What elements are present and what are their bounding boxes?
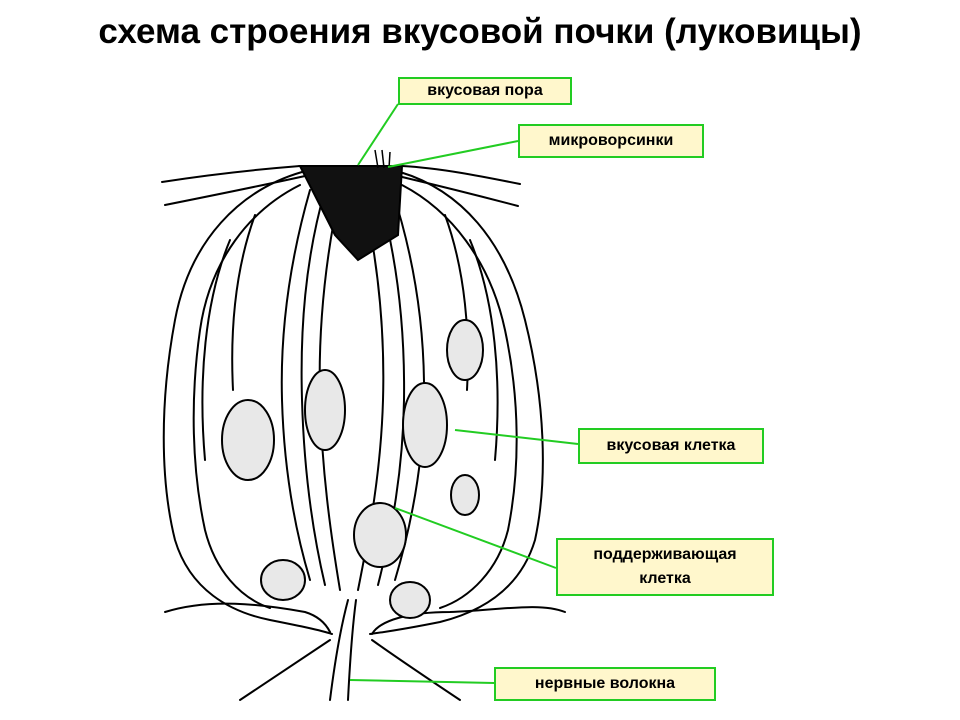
- leader-microvilli: [387, 140, 519, 168]
- epithelium-surface: [161, 165, 521, 185]
- leader-nerve-fibers: [349, 679, 495, 684]
- taste-pore: [298, 165, 404, 262]
- nerve-fiber: [329, 599, 349, 701]
- label-supporting-cell: поддерживающая клетка: [556, 538, 774, 596]
- label-taste-pore: вкусовая пора: [398, 77, 572, 105]
- leader-taste-cell: [454, 429, 579, 445]
- label-nerve-fibers: нервные волокна: [494, 667, 716, 701]
- basal-membrane: [164, 602, 566, 635]
- bud-outline: [162, 171, 544, 635]
- page-title: схема строения вкусовой почки (луковицы): [98, 12, 862, 51]
- taste-cell-nucleus: [221, 399, 275, 481]
- label-taste-cell: вкусовая клетка: [578, 428, 764, 464]
- leader-supporting-cell: [394, 507, 557, 569]
- supporting-cell-nucleus: [353, 502, 407, 568]
- leader-pore: [357, 103, 399, 166]
- label-microvilli: микроворсинки: [518, 124, 704, 158]
